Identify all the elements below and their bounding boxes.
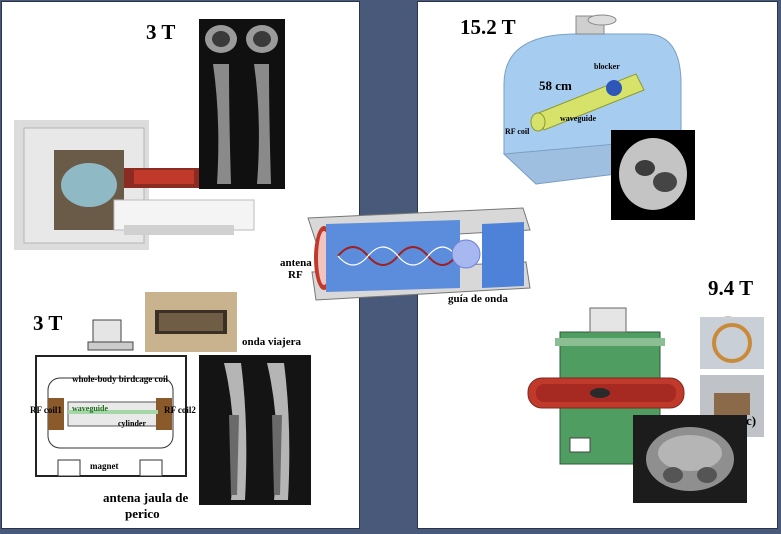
rf-coil2-label: RF coil2 [164, 405, 196, 415]
rf-coil1-label: RF coil1 [30, 405, 62, 415]
waveguide-drawing [307, 207, 531, 301]
mouse-brain-scan [611, 130, 695, 220]
schematic-waveguide-label: waveguide [72, 404, 108, 413]
coil-photo-top-right [700, 317, 764, 369]
whole-body-coil-label: whole-body birdcage coil [72, 374, 168, 384]
mri-scanner-photo [14, 120, 255, 250]
birdcage-label-line1: antena jaula de [103, 490, 189, 505]
schematic-cylinder-label: cylinder [118, 419, 146, 428]
knee-mri-top [199, 19, 285, 189]
field-label-bottom-left: 3 T [33, 311, 63, 335]
leg-mri-bottom [199, 355, 311, 505]
antenna-label-line1: antena [280, 257, 312, 269]
coil-photo [145, 292, 237, 352]
panel-letter-c: c) [746, 413, 757, 428]
waveguide-label: guía de onda [448, 293, 508, 305]
top-right-waveguide-label: waveguide [560, 114, 596, 123]
rf-coil-label: RF coil [505, 127, 530, 136]
traveling-wave-label: onda viajera [242, 336, 301, 348]
rat-brain-scan [633, 415, 747, 503]
antenna-label-line2: RF [288, 269, 303, 281]
field-label-top-right: 15.2 T [460, 15, 516, 39]
distance-label: 58 cm [539, 78, 572, 93]
blocker-label: blocker [594, 62, 620, 71]
schematic-magnet-label: magnet [90, 461, 119, 471]
field-label-top-left: 3 T [146, 20, 176, 44]
birdcage-label-line2: perico [125, 506, 160, 521]
birdcage-schematic [35, 319, 187, 477]
field-label-bottom-right: 9.4 T [708, 276, 754, 300]
